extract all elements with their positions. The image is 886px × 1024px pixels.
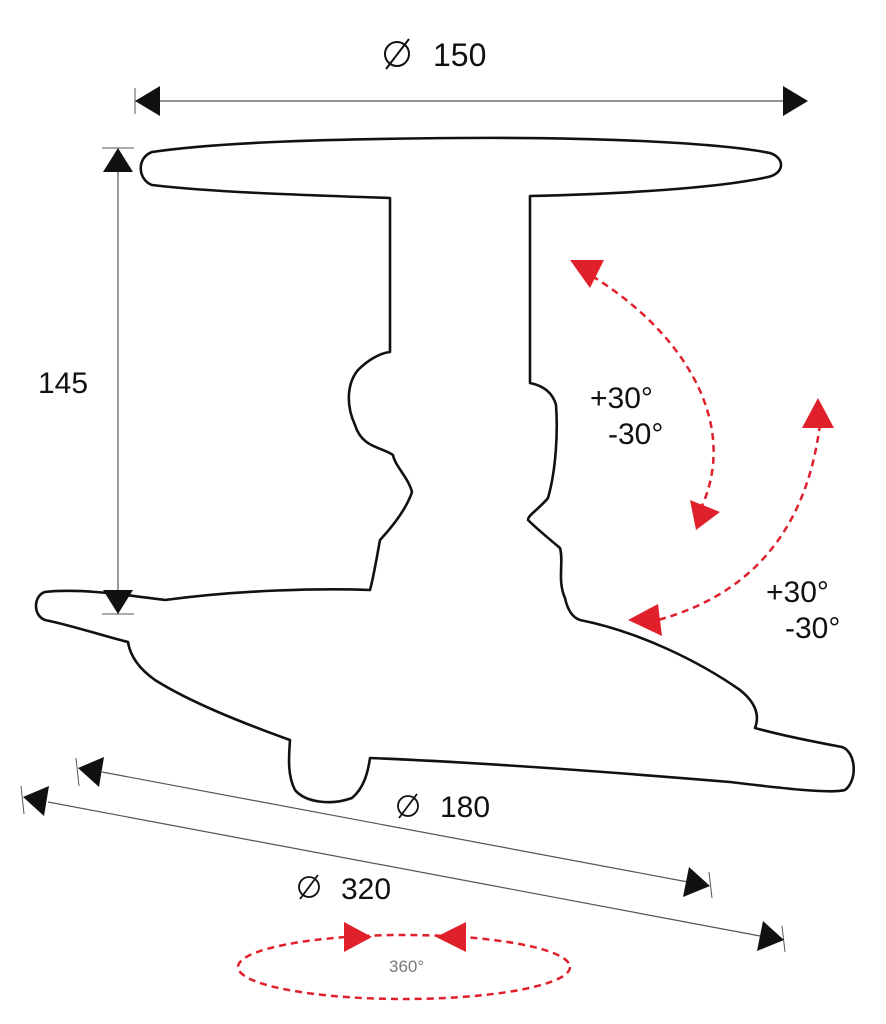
upper-tilt-plus-label: +30° <box>590 382 653 415</box>
base-inner-extension-right <box>708 871 713 899</box>
base-inner-diameter-symbol-icon <box>397 793 419 819</box>
top-diameter-value: 150 <box>433 37 486 73</box>
base-inner-arrow-right <box>683 867 710 897</box>
base-outer-arrow-left <box>23 786 49 816</box>
height-arrow-bottom <box>103 590 133 614</box>
upper-tilt-minus-label: -30° <box>608 418 663 451</box>
base-inner-arrow-left <box>78 757 104 787</box>
mount-outline <box>34 136 855 804</box>
base-spin-label: 360° <box>389 957 424 976</box>
base-spin-rotation: 360° <box>236 922 572 1001</box>
height-dimension: 145 <box>38 147 134 615</box>
lower-tilt-plus-label: +30° <box>766 576 829 609</box>
lower-tilt-arrow-head-top <box>802 398 834 428</box>
base-inner-diameter-line <box>101 771 689 883</box>
height-value: 145 <box>38 367 88 400</box>
base-inner-diameter-value: 180 <box>440 791 490 824</box>
base-outer-diameter-dimension: 320 <box>20 785 786 953</box>
base-outer-diameter-line <box>47 801 761 937</box>
lower-tilt-arrow-head-bottom <box>628 604 662 636</box>
base-inner-diameter-dimension: 180 <box>75 757 713 899</box>
base-outer-extension-left <box>20 785 25 815</box>
top-diameter-arrow-left <box>135 86 160 116</box>
base-inner-extension-left <box>75 757 80 787</box>
top-diameter-arrow-right <box>783 86 808 116</box>
base-outer-diameter-symbol-icon <box>298 874 320 900</box>
lower-tilt-arc <box>657 423 822 622</box>
upper-tilt-rotation: +30° -30° <box>570 260 720 530</box>
upper-tilt-arrow-head-top <box>570 260 604 288</box>
lower-tilt-minus-label: -30° <box>785 612 840 645</box>
upper-tilt-arc <box>591 274 715 507</box>
lower-tilt-rotation: +30° -30° <box>628 398 840 645</box>
height-arrow-top <box>103 148 133 172</box>
base-outer-diameter-value: 320 <box>341 873 391 906</box>
base-spin-ellipse <box>236 933 572 1001</box>
base-spin-arrow-right <box>436 922 466 952</box>
base-outer-extension-right <box>781 925 786 953</box>
top-diameter-dimension: 150 <box>134 37 808 116</box>
top-diameter-symbol-icon <box>384 38 410 70</box>
upper-tilt-arrow-head-bottom <box>690 500 720 530</box>
base-outer-arrow-right <box>757 921 784 951</box>
base-spin-arrow-left <box>344 922 372 952</box>
